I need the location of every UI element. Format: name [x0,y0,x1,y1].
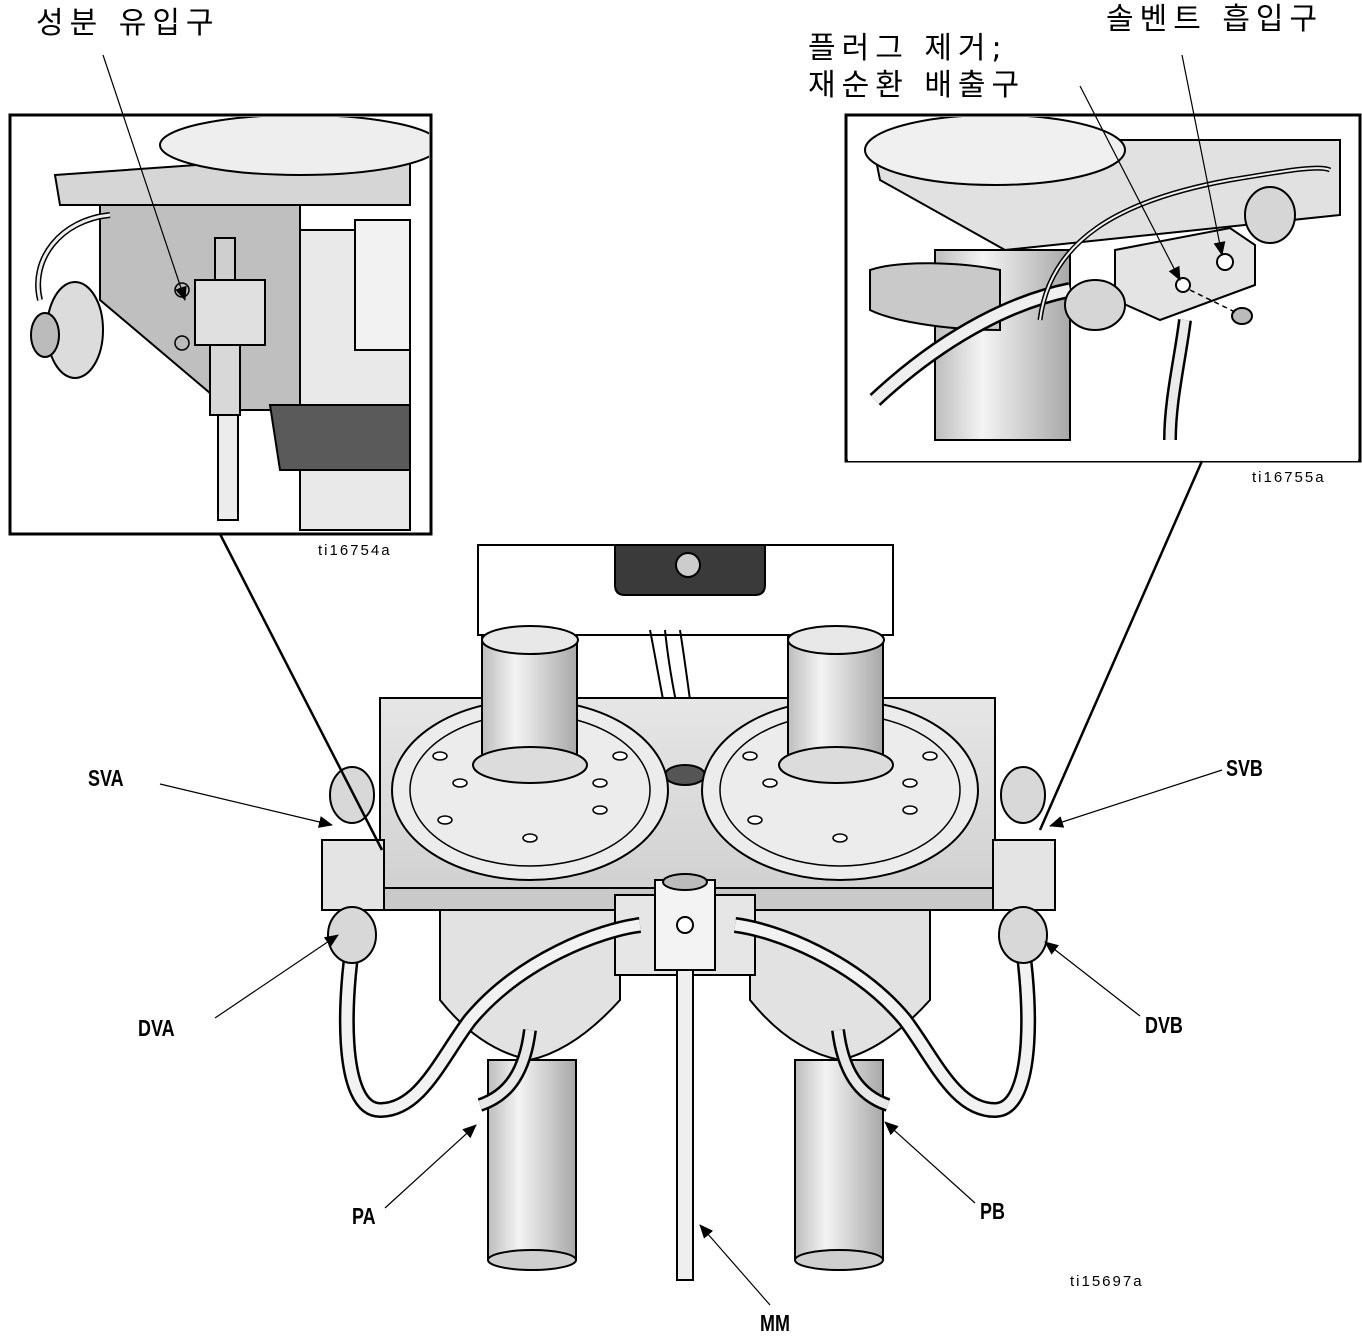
inset-left-illustration [14,117,429,532]
leader-svb [1049,769,1223,828]
callout-sva: SVA [88,765,124,791]
inset-right-illustration [848,117,1358,461]
figure-id-right: ti16755a [1252,469,1326,486]
leader-dvb [1044,941,1141,1017]
inset-left-pointer [218,533,384,851]
component-inlet-label: 성분 유입구 [36,6,220,41]
solvent-inlet-label: 솔벤트 흡입구 [1106,2,1324,37]
leader-pa [384,1124,477,1209]
recirculation-outlet-label: 재순환 배출구 [808,68,1026,103]
callout-mm: MM [760,1310,790,1336]
callout-pa: PA [352,1203,376,1229]
leader-mm [699,1224,771,1306]
leader-pb [884,1121,976,1204]
inset-component-inlet [8,54,433,536]
callout-svb: SVB [1226,755,1263,781]
plug-remove-label: 플러그 제거; [808,31,1008,66]
callout-pb: PB [980,1198,1005,1224]
leader-sva [159,783,333,828]
inset-right-pointer [1038,460,1204,831]
callout-dva: DVA [138,1015,175,1041]
figure-id-main: ti15697a [1070,1273,1144,1290]
main-pump-assembly [321,544,1056,1281]
leader-dva [214,934,339,1019]
callout-dvb: DVB [1145,1012,1183,1038]
inset-solvent-inlet [844,54,1362,463]
figure-id-left: ti16754a [318,542,392,559]
